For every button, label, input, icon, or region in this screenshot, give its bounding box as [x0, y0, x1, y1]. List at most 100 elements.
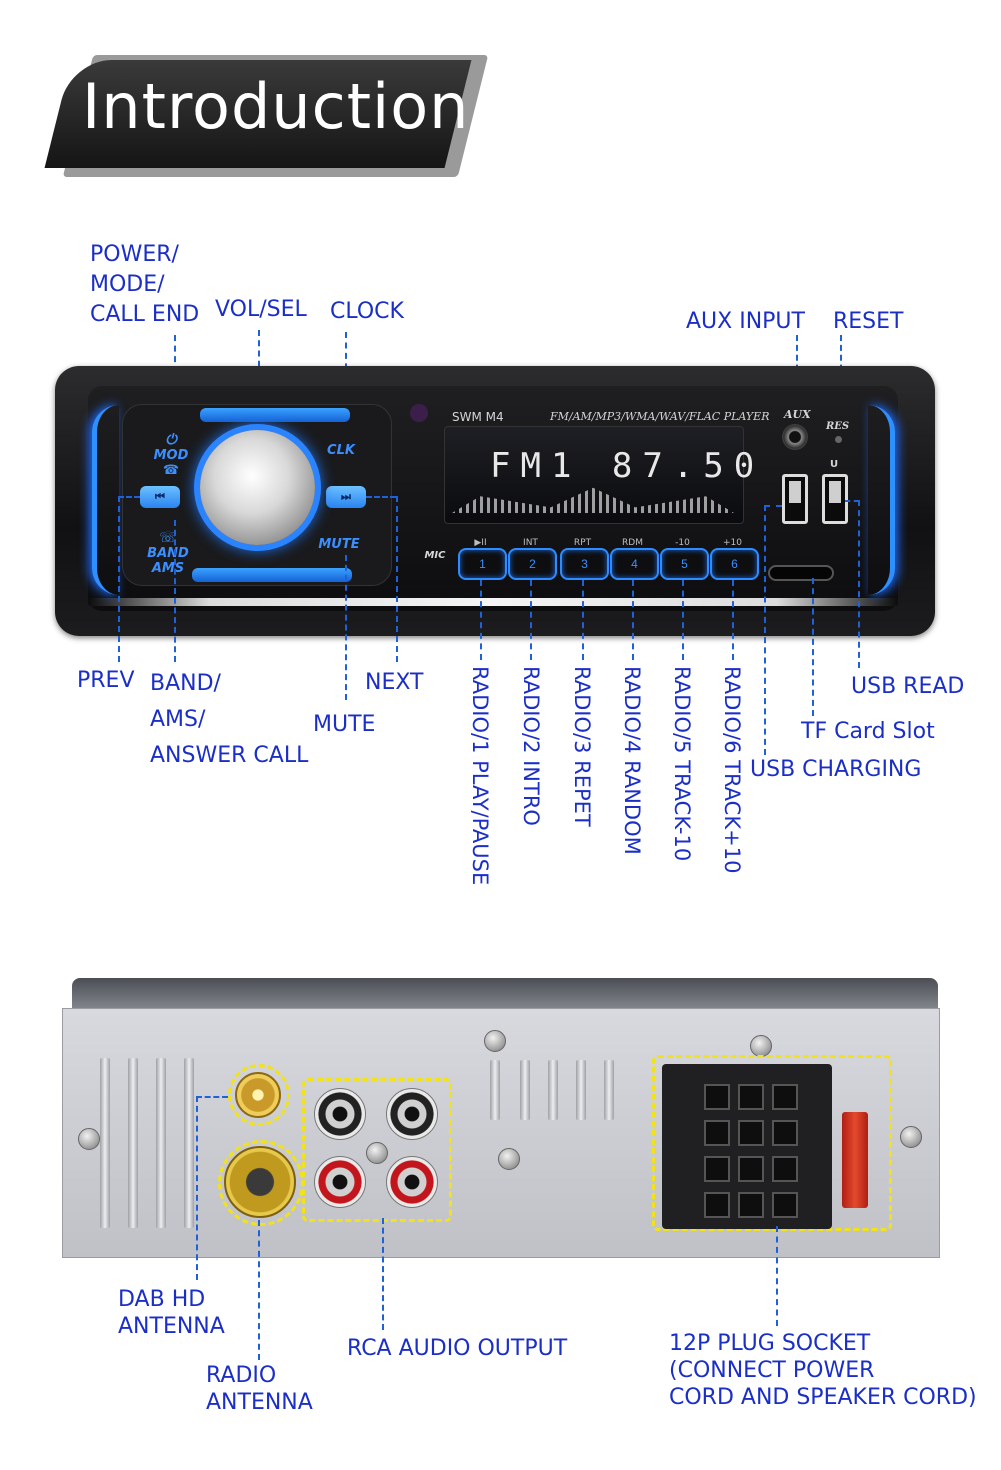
ams-label: AMS	[151, 561, 185, 576]
plug-pin	[738, 1192, 764, 1218]
rca-left-white[interactable]	[314, 1088, 366, 1140]
vent-slot	[156, 1058, 166, 1228]
dab-antenna-connector[interactable]	[235, 1072, 281, 1118]
preset-function-label: RPT	[573, 538, 592, 548]
label-dab-antenna: DAB HD ANTENNA	[118, 1286, 225, 1340]
preset-function-label: RDM	[622, 538, 643, 548]
reset-hole[interactable]	[835, 436, 842, 443]
page-title: Introduction	[82, 70, 470, 143]
label-line: AMS/	[150, 707, 206, 732]
vent-slot	[576, 1060, 586, 1120]
leader-tf-card	[812, 578, 814, 716]
label-line: (CONNECT POWER	[669, 1358, 875, 1383]
label-tf-card: TF Card Slot	[801, 719, 935, 744]
plug-pin	[772, 1084, 798, 1110]
preset-function-label: +10	[723, 538, 742, 548]
volume-knob[interactable]	[200, 430, 315, 545]
label-rca-output: RCA AUDIO OUTPUT	[347, 1336, 568, 1361]
right-glow-accent	[868, 405, 895, 595]
vent-slot	[520, 1060, 530, 1120]
label-line: ANTENNA	[118, 1314, 225, 1339]
leader-mute	[345, 555, 347, 700]
rca-highlight	[302, 1078, 452, 1222]
rca-right-red[interactable]	[314, 1156, 366, 1208]
preset-button-5[interactable]: -10 5	[660, 538, 709, 580]
screw	[900, 1126, 922, 1148]
label-clock: CLOCK	[330, 299, 404, 324]
leader-radio-antenna	[258, 1220, 260, 1360]
label-line: CORD AND SPEAKER CORD)	[669, 1385, 977, 1410]
mute-button[interactable]: MUTE	[318, 537, 360, 552]
label-line: MODE/	[90, 272, 165, 297]
leader-usb-read-h	[845, 500, 859, 502]
usb-charging-port[interactable]	[782, 474, 808, 524]
leader-rca	[382, 1218, 384, 1330]
label-radio2: RADIO/2 INTRO	[519, 666, 543, 826]
vent-slot	[548, 1060, 558, 1120]
plug-pin	[704, 1084, 730, 1110]
ir-sensor	[410, 404, 428, 422]
preset-function-label: ▶II	[474, 538, 487, 548]
aux-jack[interactable]	[782, 424, 808, 450]
leader-next-h	[366, 496, 396, 498]
label-usb-read: USB READ	[851, 674, 965, 699]
rca-right-red[interactable]	[386, 1156, 438, 1208]
leader-radio3	[582, 580, 584, 660]
preset-button-2[interactable]: INT 2	[508, 538, 557, 580]
label-aux-input: AUX INPUT	[686, 309, 805, 334]
plug-pin	[772, 1120, 798, 1146]
band-button[interactable]: ☏ BAND AMS	[144, 530, 192, 576]
leader-usb-read	[858, 500, 860, 668]
top-blue-bar	[200, 408, 350, 422]
preset-button-1[interactable]: ▶II 1	[458, 538, 507, 580]
mod-button[interactable]: ⏻ MOD ☎	[150, 432, 192, 478]
leader-prev	[118, 496, 120, 662]
label-line: 12P PLUG SOCKET	[669, 1331, 871, 1356]
label-band-ams: BAND/ AMS/ ANSWER CALL	[150, 666, 308, 774]
label-line: ANSWER CALL	[150, 743, 309, 768]
plug-pin	[738, 1120, 764, 1146]
label-line: CALL END	[90, 302, 200, 327]
screw	[498, 1148, 520, 1170]
screw	[484, 1030, 506, 1052]
label-prev: PREV	[77, 668, 135, 693]
screw	[366, 1142, 388, 1164]
preset-number: 5	[660, 548, 709, 580]
label-line: RADIO	[206, 1363, 277, 1388]
next-button[interactable]: ⏭	[326, 486, 366, 508]
leader-usb-charging-h	[764, 505, 782, 507]
radio-antenna-socket[interactable]	[224, 1146, 296, 1218]
bottom-blue-bar	[192, 568, 352, 582]
preset-function-label: INT	[523, 538, 538, 548]
preset-number: 6	[710, 548, 759, 580]
clk-button[interactable]: CLK	[327, 443, 355, 458]
usb-read-label: U	[830, 459, 839, 470]
preset-button-6[interactable]: +10 6	[710, 538, 759, 580]
preset-function-label: -10	[675, 538, 690, 548]
preset-number: 4	[610, 548, 659, 580]
fuse	[842, 1112, 868, 1208]
preset-number: 3	[560, 548, 609, 580]
label-line: BAND/	[150, 671, 221, 696]
label-radio6: RADIO/6 TRACK+10	[720, 666, 744, 874]
label-vol-sel: VOL/SEL	[215, 297, 307, 322]
label-usb-charging: USB CHARGING	[750, 757, 922, 782]
label-next: NEXT	[365, 670, 424, 695]
rca-left-white[interactable]	[386, 1088, 438, 1140]
preset-button-3[interactable]: RPT 3	[560, 538, 609, 580]
prev-button[interactable]: ⏮	[140, 486, 180, 508]
vent-slot	[128, 1058, 138, 1228]
leader-next	[396, 496, 398, 662]
chrome-stripe	[88, 598, 898, 606]
res-label: RES	[826, 421, 850, 432]
label-reset: RESET	[833, 309, 904, 334]
usb-port-contact	[829, 481, 841, 503]
vent-slot	[604, 1060, 614, 1120]
preset-number: 1	[458, 548, 507, 580]
leader-radio4	[632, 580, 634, 660]
usb-read-port[interactable]	[822, 474, 848, 524]
screw	[750, 1035, 772, 1057]
preset-button-4[interactable]: RDM 4	[610, 538, 659, 580]
band-label: BAND	[147, 546, 189, 561]
tf-card-slot[interactable]	[768, 565, 834, 581]
